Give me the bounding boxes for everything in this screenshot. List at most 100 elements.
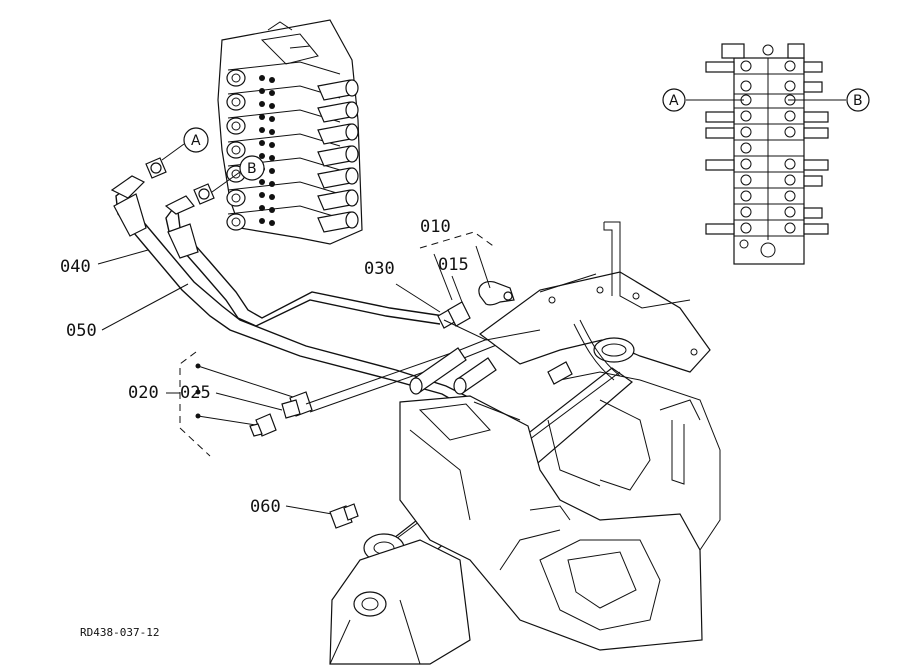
valve-bolt bbox=[269, 90, 275, 96]
valve-spool-end bbox=[345, 79, 359, 97]
schematic-port-circle bbox=[740, 190, 752, 202]
callout-b-left-circle bbox=[239, 155, 265, 181]
valve-bolt bbox=[269, 129, 275, 135]
schematic-right-port bbox=[803, 81, 823, 93]
valve-bolt bbox=[259, 114, 265, 120]
schematic-left-port bbox=[705, 61, 735, 73]
valve-bolt bbox=[269, 155, 275, 161]
loader-frame bbox=[329, 221, 721, 665]
schematic-port-circle bbox=[740, 60, 752, 72]
valve-spool-end bbox=[345, 189, 359, 207]
valve-bolt bbox=[269, 77, 275, 83]
valve-bolt bbox=[259, 153, 265, 159]
valve-bolt bbox=[259, 179, 265, 185]
schematic-port-circle bbox=[784, 60, 796, 72]
fitting-060 bbox=[285, 503, 359, 529]
valve-bolt bbox=[259, 192, 265, 198]
schematic-port-circle bbox=[740, 222, 752, 234]
schematic-right-port bbox=[803, 223, 829, 235]
valve-bolt bbox=[269, 168, 275, 174]
valve-port-left bbox=[226, 141, 246, 159]
valve-port-left bbox=[226, 69, 246, 87]
valve-bolt bbox=[269, 220, 275, 226]
reference-code: RD438-037-12 bbox=[80, 626, 159, 639]
valve-section-line bbox=[227, 181, 341, 195]
valve-bolt bbox=[259, 75, 265, 81]
schematic-port-circle bbox=[740, 126, 752, 138]
elbow-015 bbox=[451, 275, 515, 306]
schematic-port-circle bbox=[740, 206, 752, 218]
schematic-port-circle bbox=[784, 222, 796, 234]
label-part-030: 030 bbox=[364, 259, 395, 279]
schematic-right-port bbox=[803, 159, 829, 171]
valve-schematic: A B bbox=[662, 43, 870, 265]
valve-port-left-inner bbox=[231, 193, 241, 203]
valve-bolt bbox=[259, 88, 265, 94]
schematic-left-port bbox=[705, 223, 735, 235]
schematic-right-port bbox=[803, 111, 829, 123]
valve-port-left-inner bbox=[231, 169, 241, 179]
valve-port-left-inner bbox=[231, 97, 241, 107]
valve-spool-end bbox=[345, 123, 359, 141]
fitting-030 bbox=[395, 283, 471, 329]
schematic-port-circle bbox=[740, 110, 752, 122]
callout-b-right-circle bbox=[846, 88, 870, 112]
schematic-port-circle bbox=[784, 190, 796, 202]
schematic-port-circle bbox=[740, 158, 752, 170]
schematic-port-circle bbox=[784, 206, 796, 218]
valve-fitting-b bbox=[193, 183, 215, 205]
valve-bolt bbox=[269, 207, 275, 213]
valve-port-left bbox=[226, 213, 246, 231]
schematic-right-port bbox=[803, 61, 823, 73]
valve-spool-end bbox=[345, 167, 359, 185]
label-part-050: 050 bbox=[66, 321, 97, 341]
callout-a-right: A bbox=[669, 93, 679, 109]
valve-port-left bbox=[226, 93, 246, 111]
valve-bolt bbox=[269, 181, 275, 187]
callout-a-left-circle bbox=[183, 127, 209, 153]
valve-port-left-inner bbox=[231, 121, 241, 131]
callout-a-left: A bbox=[191, 133, 201, 149]
schematic-right-port bbox=[803, 127, 829, 139]
valve-spool-end bbox=[345, 211, 359, 229]
valve-port-left-inner bbox=[231, 217, 241, 227]
valve-fitting-a bbox=[145, 157, 167, 179]
label-part-010: 010 bbox=[420, 217, 451, 237]
label-part-060: 060 bbox=[250, 497, 281, 517]
label-part-015: 015 bbox=[438, 255, 469, 275]
schematic-port-circle bbox=[740, 174, 752, 186]
schematic-left-port bbox=[705, 127, 735, 139]
schematic-right-port bbox=[803, 175, 823, 187]
valve-bolt bbox=[269, 142, 275, 148]
valve-section-line bbox=[227, 205, 341, 219]
valve-spool-end bbox=[345, 101, 359, 119]
valve-bolt bbox=[269, 103, 275, 109]
fitting-group-020 bbox=[166, 333, 505, 457]
valve-port-left bbox=[226, 189, 246, 207]
schematic-port-circle bbox=[784, 80, 796, 92]
valve-bolt bbox=[259, 218, 265, 224]
label-part-020: 020 bbox=[128, 383, 159, 403]
control-valve-assembly: A B bbox=[145, 19, 363, 245]
schematic-port-circle bbox=[784, 110, 796, 122]
valve-bolt bbox=[259, 140, 265, 146]
hose-050 bbox=[164, 195, 445, 327]
valve-bolt bbox=[269, 194, 275, 200]
schematic-port-circle bbox=[784, 174, 796, 186]
hose-040 bbox=[110, 175, 475, 411]
valve-port-left-inner bbox=[231, 73, 241, 83]
schematic-port-circle bbox=[784, 158, 796, 170]
valve-bolt bbox=[259, 127, 265, 133]
valve-port-left bbox=[226, 117, 246, 135]
valve-spool-end bbox=[345, 145, 359, 163]
callout-b-right: B bbox=[853, 93, 863, 109]
schematic-right-port bbox=[803, 207, 823, 219]
schematic-left-port bbox=[705, 159, 735, 171]
label-part-040: 040 bbox=[60, 257, 91, 277]
schematic-port-circle bbox=[784, 126, 796, 138]
schematic-port-circle bbox=[740, 80, 752, 92]
valve-port-left-inner bbox=[231, 145, 241, 155]
callout-a-right-circle bbox=[662, 88, 686, 112]
